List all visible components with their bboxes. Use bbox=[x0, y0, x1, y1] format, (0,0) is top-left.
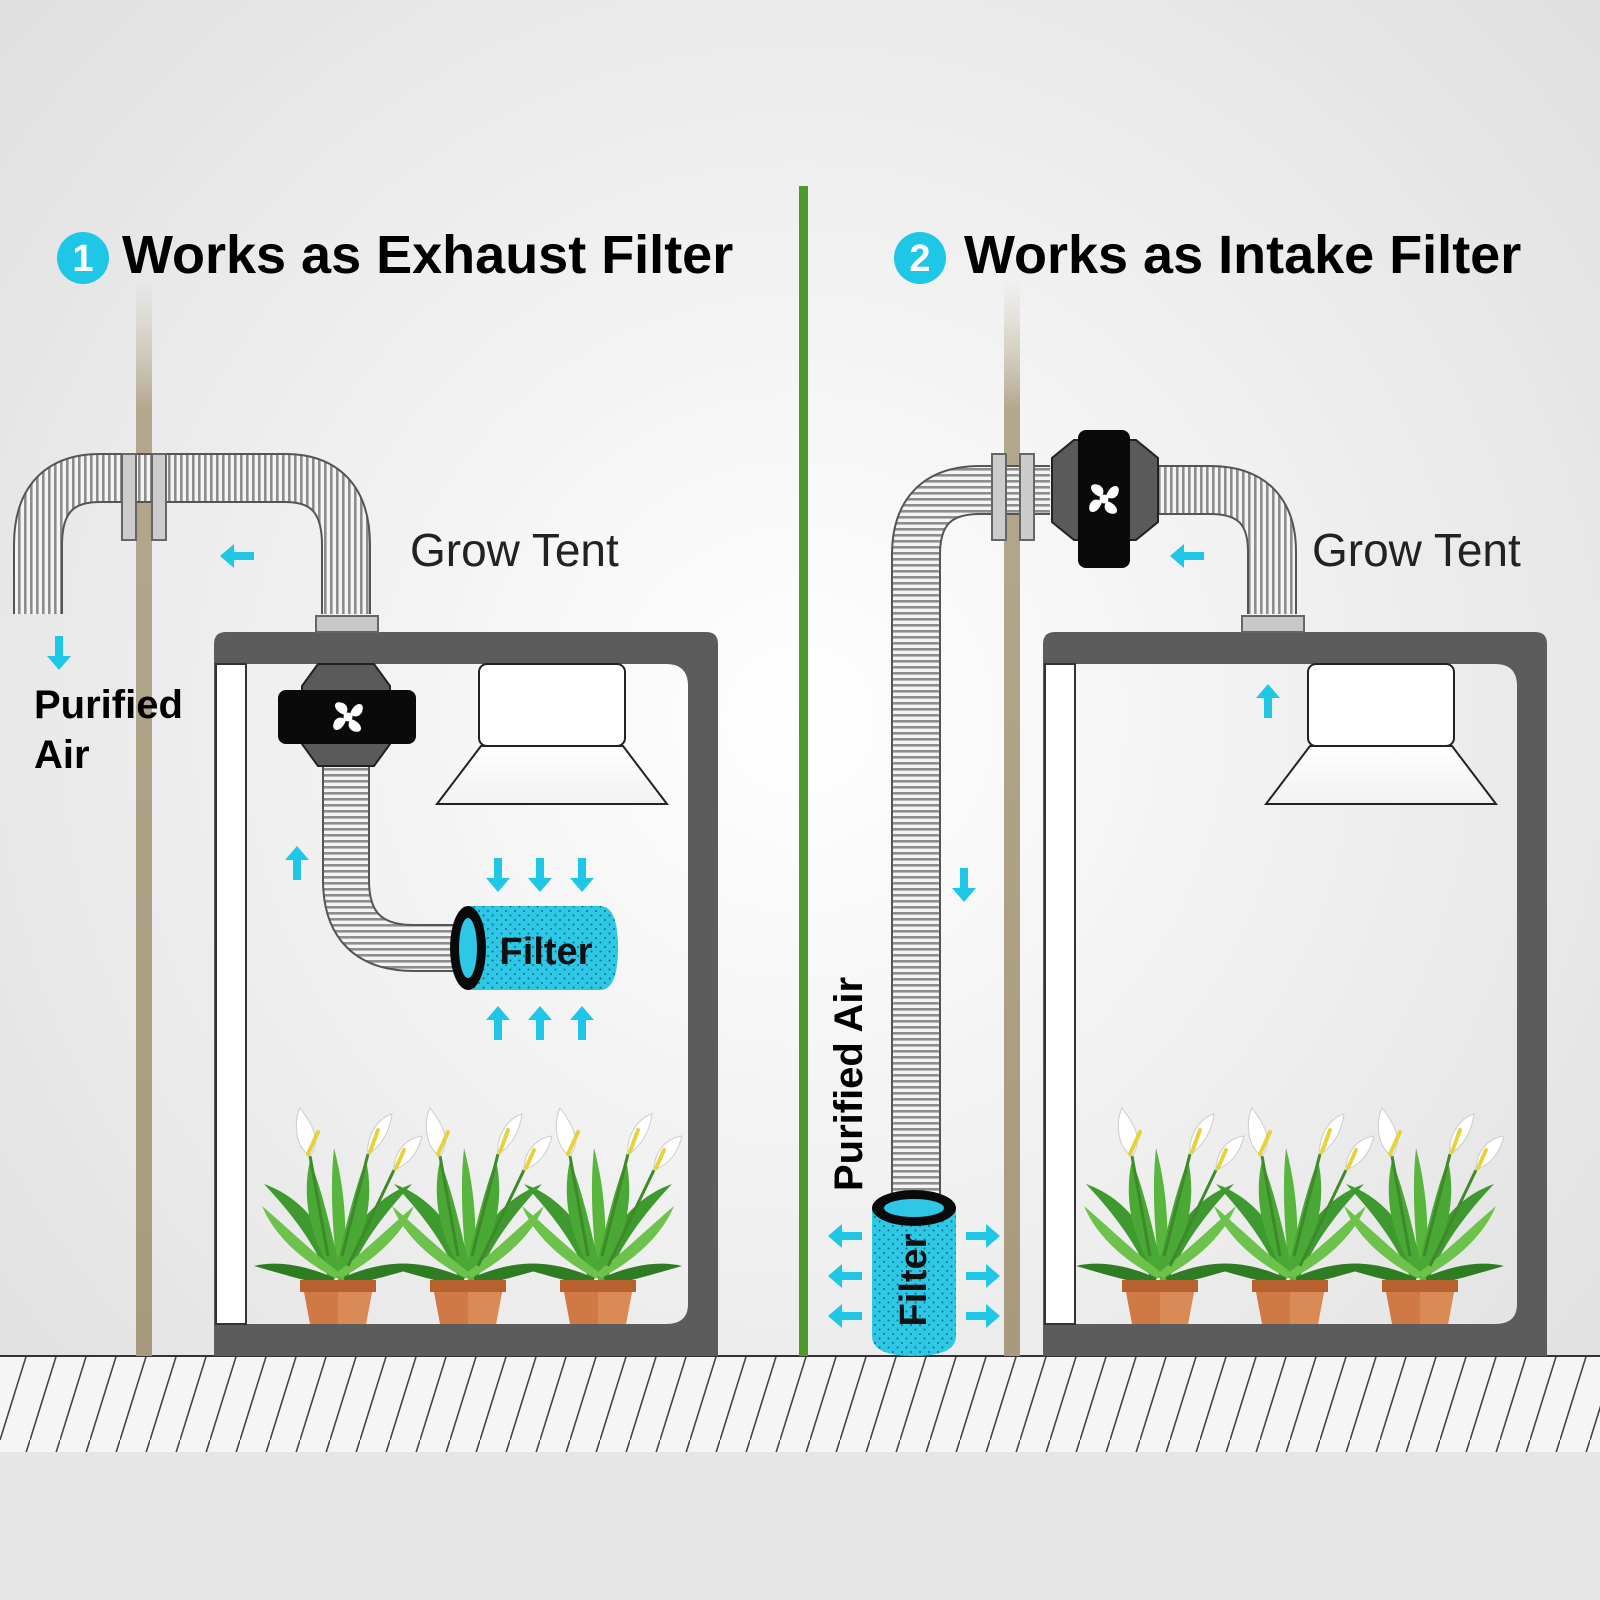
grow-tent-label-1: Grow Tent bbox=[410, 524, 619, 576]
purified-air-label-2: Purified Air bbox=[827, 977, 871, 1191]
duct-outlet-1 bbox=[13, 453, 379, 633]
panel-divider bbox=[799, 186, 808, 1356]
tent-door-2 bbox=[1044, 663, 1076, 1325]
number-badge-2: 2 bbox=[894, 232, 946, 284]
panel-intake: 2 Works as Intake Filter bbox=[827, 225, 1547, 1356]
carbon-filter-2: Filter bbox=[872, 1190, 956, 1356]
number-2: 2 bbox=[909, 238, 930, 280]
number-1: 1 bbox=[72, 238, 93, 280]
wall-right bbox=[1004, 280, 1020, 1356]
title-exhaust: Works as Exhaust Filter bbox=[122, 225, 733, 285]
carbon-filter-1: Filter bbox=[450, 906, 618, 990]
duct-outside-2 bbox=[891, 453, 1050, 1200]
duct-tent-2 bbox=[1150, 465, 1305, 633]
purified-air-label-1a: Purified bbox=[34, 683, 183, 727]
wall-left bbox=[136, 280, 152, 1356]
duct-inner-1 bbox=[322, 760, 470, 972]
purified-air-label-1b: Air bbox=[34, 733, 90, 777]
title-intake: Works as Intake Filter bbox=[964, 225, 1521, 285]
filter-label-2: Filter bbox=[893, 1233, 935, 1326]
filter-label-1: Filter bbox=[500, 931, 593, 973]
number-badge-1: 1 bbox=[57, 232, 109, 284]
ground-hatching bbox=[0, 1355, 1600, 1600]
inline-fan-1 bbox=[278, 663, 416, 767]
panel-exhaust: 1 Works as Exhaust Filter bbox=[13, 225, 733, 1356]
grow-tent-label-2: Grow Tent bbox=[1312, 524, 1521, 576]
tent-door-1 bbox=[215, 663, 247, 1325]
inline-fan-2 bbox=[1051, 430, 1159, 568]
